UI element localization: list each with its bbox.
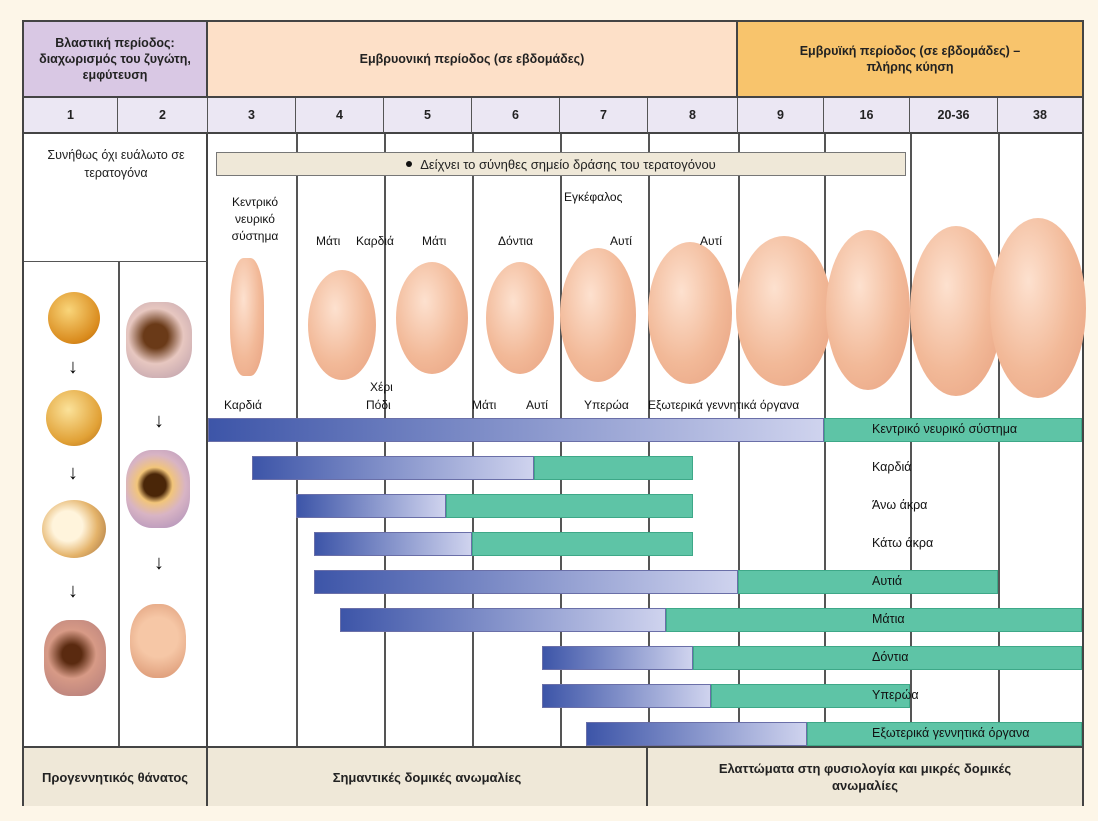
dot-icon (406, 161, 412, 167)
fetus-week38-illustration (990, 218, 1086, 398)
week-cell-9: 9 (738, 98, 824, 134)
not-vulnerable-note: Συνήθως όχι ευάλωτο σε τερατογόνα (32, 146, 200, 182)
fetus-week9-illustration (736, 236, 832, 386)
week-cell-7: 7 (560, 98, 648, 134)
bilaminar-disc-illustration (126, 450, 190, 528)
week-cell-5: 5 (384, 98, 472, 134)
blastic-note: Συνήθως όχι ευάλωτο σε τερατογόνα (24, 134, 208, 262)
genitals-label: Εξωτερικά γεννητικά όργανα (648, 398, 799, 412)
week-cell-16: 16 (824, 98, 910, 134)
major-susceptibility-bar (296, 494, 446, 518)
week-cell-3: 3 (208, 98, 296, 134)
implantation-illustration (44, 620, 106, 696)
fetal-period-header: Εμβρυϊκή περίοδος (σε εβδομάδες) – πλήρη… (738, 22, 1082, 98)
embryo-week6-illustration (486, 262, 554, 374)
bar-label: Υπερώα (872, 688, 919, 702)
palate-label: Υπερώα (584, 398, 629, 412)
footer-major-abnormalities: Σημαντικές δομικές ανωμαλίες (208, 746, 648, 806)
teratogen-chart: Βλαστική περίοδος: διαχωρισμός του ζυγώτ… (22, 20, 1084, 806)
arrow-down-icon: ↓ (154, 552, 164, 575)
minor-susceptibility-bar (534, 456, 693, 480)
bar-label: Άνω άκρα (872, 498, 927, 512)
morula-illustration (46, 390, 102, 446)
minor-susceptibility-bar (446, 494, 693, 518)
legend-text: Δείχνει το σύνηθες σημείο δράσης του τερ… (420, 157, 716, 172)
week-cell-4: 4 (296, 98, 384, 134)
arrow-down-icon: ↓ (68, 462, 78, 485)
week-cell-1: 1 (24, 98, 118, 134)
minor-susceptibility-bar (472, 532, 693, 556)
major-susceptibility-bar (542, 684, 711, 708)
footer-prenatal-death: Προγεννητικός θάνατος (24, 746, 208, 806)
bar-label: Καρδιά (872, 460, 911, 474)
week-cell-20-36: 20-36 (910, 98, 998, 134)
major-susceptibility-bar (542, 646, 693, 670)
blastic-images: ↓ ↓ ↓ ↓ ↓ (24, 262, 208, 746)
arrow-down-icon: ↓ (68, 356, 78, 379)
bar-label: Κεντρικό νευρικό σύστημα (872, 422, 1017, 436)
early-embryo-illustration (130, 604, 186, 678)
leg-label: Πόδι (366, 398, 391, 412)
teratogen-legend: Δείχνει το σύνηθες σημείο δράσης του τερ… (216, 152, 906, 176)
zygote-illustration (48, 292, 100, 344)
major-susceptibility-bar (208, 418, 824, 442)
arrow-down-icon: ↓ (68, 580, 78, 603)
embryo-week8-illustration (648, 242, 732, 384)
blastocyst-illustration (42, 500, 106, 558)
minor-susceptibility-bar (738, 570, 998, 594)
ear-week7-label: Αυτί (610, 234, 632, 248)
eye-week4-label: Μάτι (316, 234, 340, 248)
arm-label: Χέρι (370, 380, 393, 394)
embryo-week3-illustration (230, 258, 264, 376)
embryo-week7-illustration (560, 248, 636, 382)
major-susceptibility-bar (340, 608, 666, 632)
week-cell-8: 8 (648, 98, 738, 134)
fetus-week16-illustration (826, 230, 910, 390)
embryo-week4-illustration (308, 270, 376, 380)
bar-label: Μάτια (872, 612, 905, 626)
bar-label: Αυτιά (872, 574, 902, 588)
embryonic-period-header: Εμβρυονική περίοδος (σε εβδομάδες) (208, 22, 738, 98)
bar-label: Κάτω άκρα (872, 536, 933, 550)
arrow-down-icon: ↓ (154, 410, 164, 433)
major-susceptibility-bar (586, 722, 806, 746)
teeth-label: Δόντια (498, 234, 533, 248)
bar-label: Δόντια (872, 650, 909, 664)
ear-week8-label: Αυτί (700, 234, 722, 248)
week-cell-6: 6 (472, 98, 560, 134)
ear-week6-label: Αυτί (526, 398, 548, 412)
bar-label: Εξωτερικά γεννητικά όργανα (872, 726, 1030, 740)
major-susceptibility-bar (314, 570, 738, 594)
brain-label: Εγκέφαλος (564, 190, 622, 204)
footer-minor-abnormalities: Ελαττώματα στη φυσιολογία και μικρές δομ… (648, 746, 1082, 806)
major-susceptibility-bar (314, 532, 472, 556)
heart-week3-label: Καρδιά (224, 398, 262, 412)
week-cell-2: 2 (118, 98, 208, 134)
blastic-period-header: Βλαστική περίοδος: διαχωρισμός του ζυγώτ… (24, 22, 208, 98)
eye-week6-label: Μάτι (472, 398, 496, 412)
week-cell-38: 38 (998, 98, 1082, 134)
fetus-week20-36-illustration (910, 226, 1002, 396)
heart-week4-label: Καρδιά (356, 234, 394, 248)
cns-label: Κεντρικό νευρικό σύστημα (214, 194, 296, 245)
major-susceptibility-bar (252, 456, 534, 480)
embryo-week5-illustration (396, 262, 468, 374)
eye-week5-label: Μάτι (422, 234, 446, 248)
implanted-embryo-illustration (126, 302, 192, 378)
